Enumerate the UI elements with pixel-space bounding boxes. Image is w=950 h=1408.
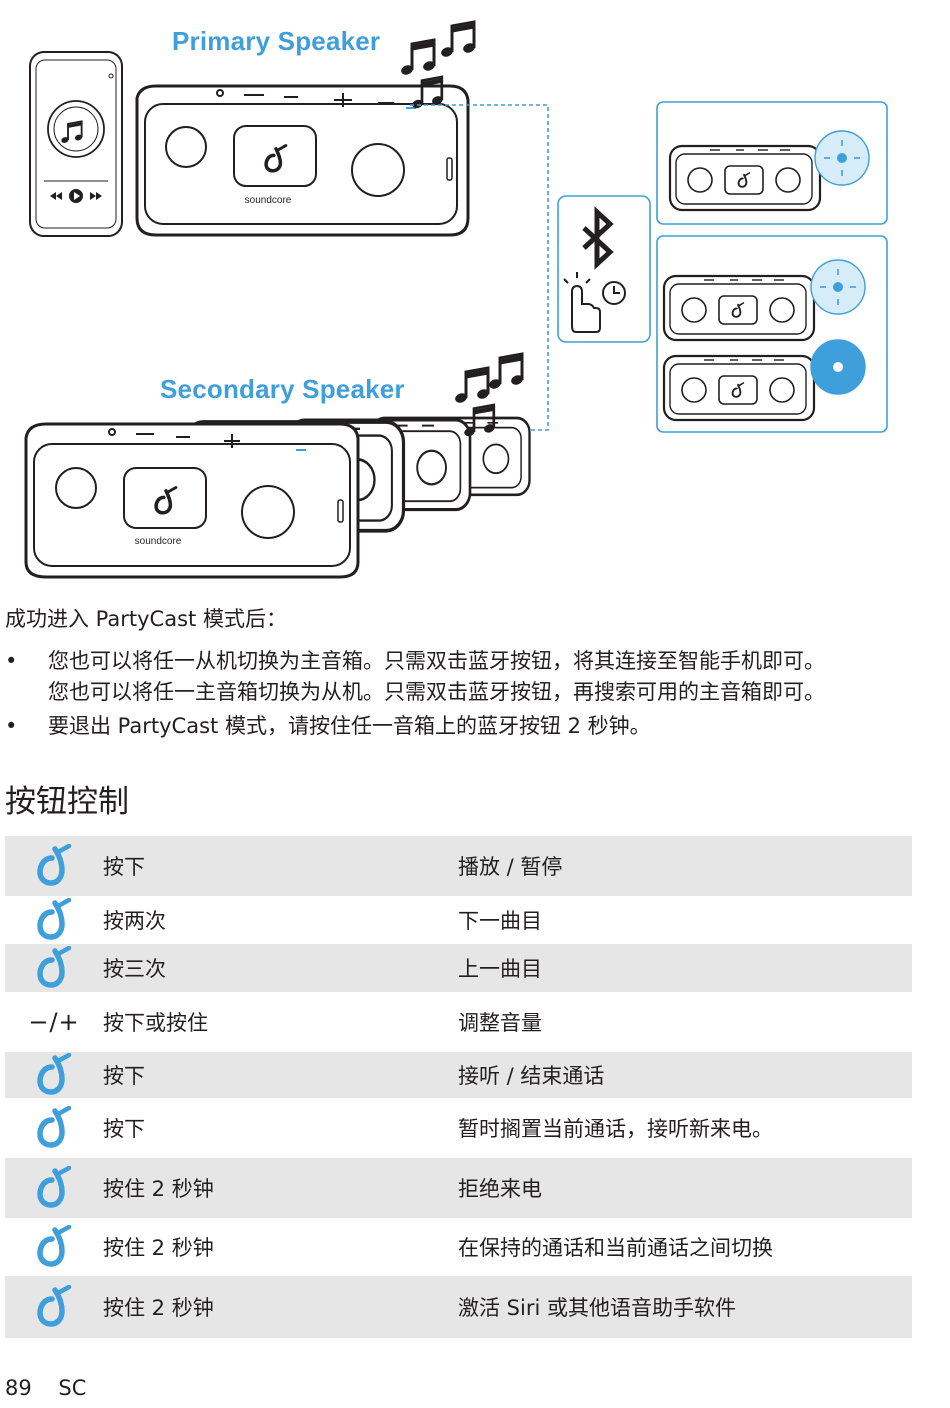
control-result: 播放 / 暂停 — [458, 855, 563, 879]
music-note-icon — [440, 22, 476, 58]
control-row: 按住 2 秒钟 拒绝来电 — [5, 1158, 912, 1218]
hand-press-icon — [563, 272, 601, 333]
button-controls-table: 按下播放 / 暂停按两次下一曲目按三次上一曲目−/+按下或按住调整音量按下接听 … — [5, 836, 912, 1338]
control-row: 按住 2 秒钟 激活 Siri 或其他语音助手软件 — [5, 1276, 912, 1338]
soundcore-logo-icon — [37, 946, 72, 988]
control-result: 拒绝来电 — [458, 1177, 542, 1201]
smartphone-illustration — [29, 51, 123, 237]
secondary-speakers-illustration: soundcore — [24, 418, 530, 579]
secondary-speaker-label: Secondary Speaker — [160, 374, 405, 404]
control-row: 按下 接听 / 结束通话 — [5, 1052, 912, 1098]
primary-speaker-illustration: soundcore — [135, 84, 470, 237]
soundcore-logo-icon — [37, 844, 72, 886]
control-action: 按三次 — [103, 957, 166, 981]
bluetooth-icon — [582, 206, 614, 270]
bullet-list: • 您也可以将任一从机切换为主音箱。只需双击蓝牙按钮，将其连接至智能手机即可。 … — [5, 646, 945, 742]
music-note-icon — [454, 368, 490, 404]
led-status-panel — [656, 235, 888, 433]
intro-text: 成功进入 PartyCast 模式后： — [5, 607, 287, 631]
music-note-icon — [488, 354, 524, 390]
control-action: 按两次 — [103, 909, 166, 933]
control-result: 暂时搁置当前通话，接听新来电。 — [458, 1117, 773, 1141]
control-row: 按住 2 秒钟 在保持的通话和当前通话之间切换 — [5, 1218, 912, 1276]
clock-icon — [602, 281, 626, 305]
led-flashing-panel — [656, 101, 888, 225]
bullet-item: • 您也可以将任一从机切换为主音箱。只需双击蓝牙按钮，将其连接至智能手机即可。 … — [5, 646, 945, 708]
control-icon-cell: −/+ — [5, 992, 103, 1052]
soundcore-logo-icon — [37, 1166, 72, 1208]
control-row: −/+ 按下或按住 调整音量 — [5, 992, 912, 1052]
page-footer: 89 SC — [5, 1376, 106, 1400]
control-row: 按两次 下一曲目 — [5, 896, 912, 944]
control-result: 激活 Siri 或其他语音助手软件 — [458, 1296, 736, 1320]
control-icon-cell — [5, 1098, 103, 1158]
bullet-item: • 要退出 PartyCast 模式，请按住任一音箱上的蓝牙按钮 2 秒钟。 — [5, 711, 945, 742]
bullet-line: 您也可以将任一从机切换为主音箱。只需双击蓝牙按钮，将其连接至智能手机即可。 — [48, 649, 825, 673]
control-icon-cell — [5, 1052, 103, 1098]
bullet-line: 要退出 PartyCast 模式，请按住任一音箱上的蓝牙按钮 2 秒钟。 — [48, 714, 651, 738]
control-action: 按下 — [103, 855, 145, 879]
control-action: 按下 — [103, 1117, 145, 1141]
control-result: 在保持的通话和当前通话之间切换 — [458, 1236, 773, 1260]
soundcore-logo-icon — [37, 1053, 72, 1095]
control-result: 下一曲目 — [458, 909, 542, 933]
music-note-icon — [400, 40, 436, 76]
soundcore-logo-icon — [37, 1225, 72, 1267]
soundcore-logo-icon — [37, 898, 72, 940]
bullet-dot: • — [5, 649, 18, 673]
control-result: 接听 / 结束通话 — [458, 1064, 605, 1088]
primary-speaker-label: Primary Speaker — [172, 26, 381, 56]
section-title: 按钮控制 — [5, 784, 129, 820]
control-action: 按下或按住 — [103, 1011, 208, 1035]
partycast-illustration: soundcore — [24, 0, 888, 579]
control-icon-cell — [5, 1158, 103, 1218]
control-icon-cell — [5, 1276, 103, 1338]
control-icon-cell — [5, 944, 103, 992]
soundcore-logo-icon — [37, 1285, 72, 1327]
control-icon-cell — [5, 1218, 103, 1276]
language-code: SC — [58, 1376, 87, 1400]
control-row: 按下 播放 / 暂停 — [5, 836, 912, 896]
control-result: 调整音量 — [458, 1011, 542, 1035]
control-action: 按住 2 秒钟 — [103, 1236, 214, 1260]
brand-text: soundcore — [135, 536, 182, 547]
bullet-dot: • — [5, 714, 18, 738]
page-number: 89 — [5, 1376, 32, 1400]
control-row: 按三次 上一曲目 — [5, 944, 912, 992]
bullet-line: 您也可以将任一主音箱切换为从机。只需双击蓝牙按钮，再搜索可用的主音箱即可。 — [48, 680, 825, 704]
control-row: 按下 暂时搁置当前通话，接听新来电。 — [5, 1098, 912, 1158]
control-icon-cell — [5, 896, 103, 944]
control-action: 按住 2 秒钟 — [103, 1177, 214, 1201]
control-action: 按下 — [103, 1064, 145, 1088]
volume-icon: −/+ — [28, 1008, 80, 1036]
control-icon-cell — [5, 836, 103, 896]
control-result: 上一曲目 — [458, 957, 542, 981]
brand-text: soundcore — [245, 195, 292, 206]
soundcore-logo-icon — [37, 1106, 72, 1148]
control-action: 按住 2 秒钟 — [103, 1296, 214, 1320]
bluetooth-hold-panel — [557, 195, 651, 343]
